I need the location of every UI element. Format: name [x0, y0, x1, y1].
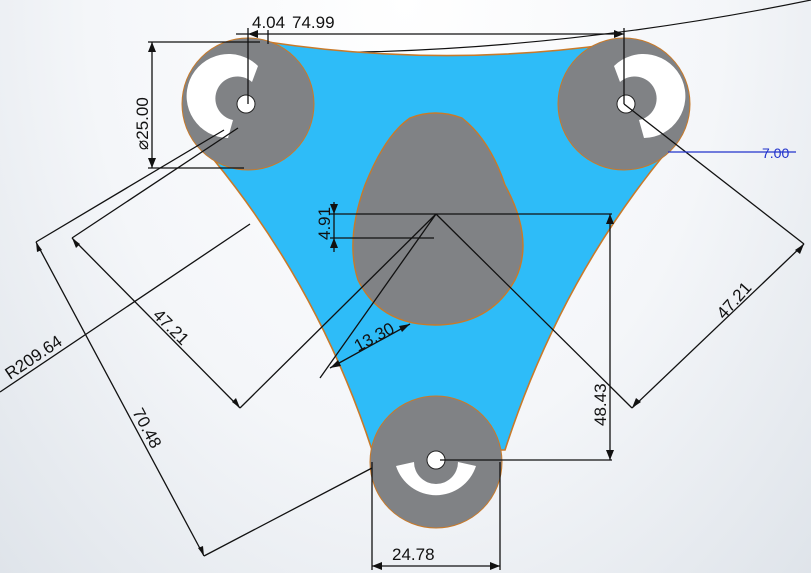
- dim-label-left-inner[interactable]: 47.21: [149, 305, 193, 349]
- slot-bottom[interactable]: [396, 462, 476, 496]
- arrow-top-left: [248, 30, 258, 38]
- arrow-left-inner-bottom: [232, 398, 240, 408]
- dim-line-left-inner: [71, 237, 241, 409]
- dim-label-diameter[interactable]: ⌀25.00: [133, 97, 152, 150]
- arrow-bottom-left: [372, 562, 382, 570]
- dim-line-left-ext1: [71, 127, 239, 239]
- arrow-offset-bottom: [330, 238, 338, 248]
- hole-top-left[interactable]: [236, 94, 256, 114]
- dim-label-top-small[interactable]: 4.04: [252, 13, 285, 32]
- dim-line-left-outer: [35, 241, 205, 557]
- arrow-left-inner-top: [72, 238, 80, 248]
- arrow-right-diag-bottom: [632, 398, 641, 408]
- dim-line-center-diag: [319, 213, 437, 379]
- dim-label-left-outer[interactable]: 70.48: [128, 405, 165, 451]
- dim-line-radius: [0, 223, 251, 393]
- arrow-center-a: [330, 360, 341, 368]
- slot-top-right[interactable]: [614, 54, 686, 139]
- arrow-dia-bottom: [148, 158, 156, 168]
- arrow-right-vert-top: [606, 214, 614, 224]
- dim-label-top-width[interactable]: 74.99: [292, 13, 335, 32]
- dim-label-radius[interactable]: R209.64: [2, 332, 66, 384]
- arrow-left-outer-top: [36, 242, 42, 252]
- arrow-center-b: [399, 324, 410, 332]
- dim-line-left-outer-ext2: [203, 467, 373, 557]
- dim-label-right-vertical[interactable]: 48.43: [591, 383, 610, 426]
- dim-label-blue[interactable]: 7.00: [762, 145, 789, 161]
- dim-label-right-diag[interactable]: 47.21: [713, 278, 756, 322]
- dim-label-offset[interactable]: 4.91: [315, 207, 334, 240]
- slot-top-left[interactable]: [186, 54, 258, 138]
- dim-line-left-ext2: [239, 213, 437, 409]
- dim-label-bottom[interactable]: 24.78: [392, 545, 435, 564]
- arrow-right-diag-top: [795, 244, 804, 254]
- arrow-bottom-right: [490, 562, 500, 570]
- dim-line-right-ext2: [435, 213, 633, 409]
- dim-line-center-dim: [329, 323, 411, 369]
- arrow-top-right: [614, 30, 624, 38]
- dim-line-right-diag: [631, 243, 805, 409]
- arrow-right-vert-bottom: [606, 450, 614, 460]
- arrow-dia-top: [148, 42, 156, 52]
- arrow-offset-top: [330, 204, 338, 214]
- dim-line-left-outer-ext1: [35, 129, 225, 243]
- dim-line-right-ext1: [623, 103, 805, 245]
- arrow-left-outer-bottom: [198, 546, 204, 556]
